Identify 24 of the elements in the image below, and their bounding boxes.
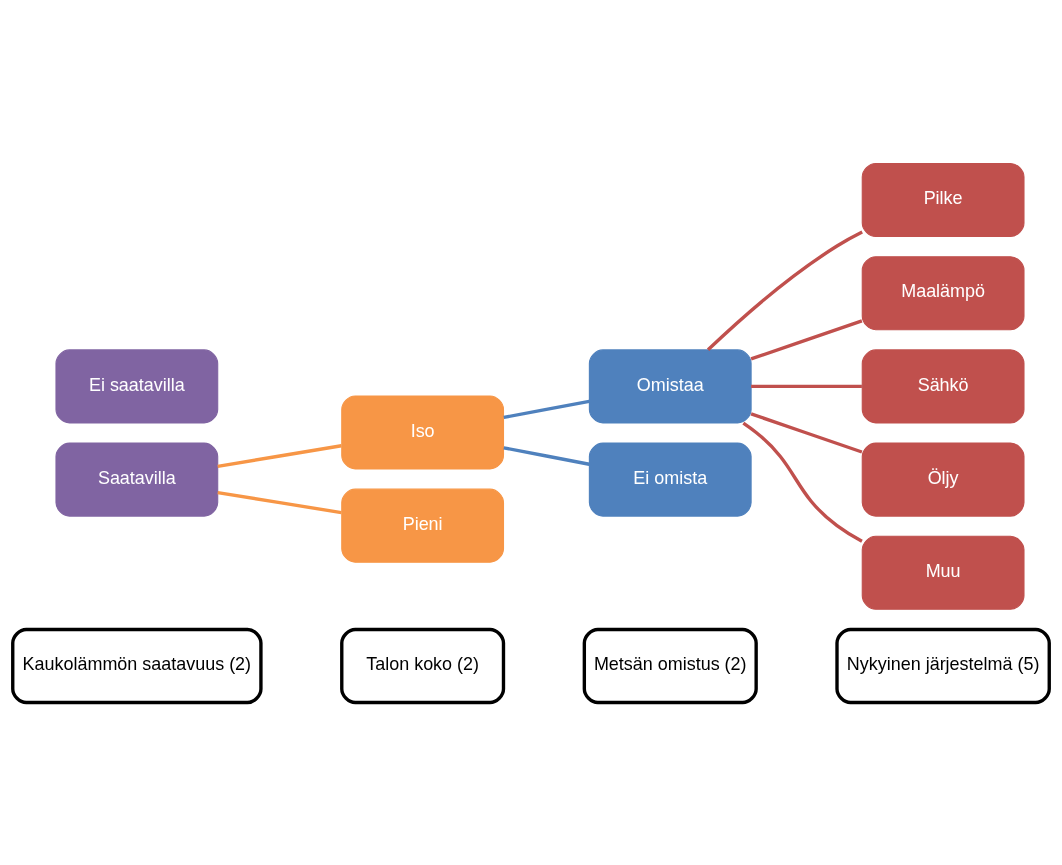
node-box: Maalämpö: [861, 255, 1025, 330]
node-box: Ei omista: [588, 442, 752, 517]
node-box: Öljy: [861, 442, 1025, 517]
node-box: Kaukolämmön saatavuus (2): [11, 627, 263, 704]
connector: [751, 384, 862, 388]
node-box: Muu: [861, 535, 1025, 610]
node-box: Pieni: [341, 488, 505, 563]
connector: [503, 445, 590, 466]
connector: [750, 411, 863, 454]
connector: [217, 443, 342, 468]
connector: [742, 421, 863, 543]
node-box: Nykyinen järjestelmä (5): [835, 627, 1051, 704]
connector: [706, 230, 863, 351]
connector: [503, 399, 590, 419]
node-box: Metsän omistus (2): [582, 627, 758, 704]
node-box: Omistaa: [588, 348, 752, 423]
node-box: Ei saatavilla: [55, 348, 219, 423]
node-box: Saatavilla: [55, 442, 219, 517]
connector: [750, 318, 863, 361]
node-box: Talon koko (2): [340, 627, 506, 704]
connector: [217, 490, 342, 514]
node-box: Pilke: [861, 162, 1025, 237]
node-box: Iso: [341, 394, 505, 469]
node-box: Sähkö: [861, 348, 1025, 423]
